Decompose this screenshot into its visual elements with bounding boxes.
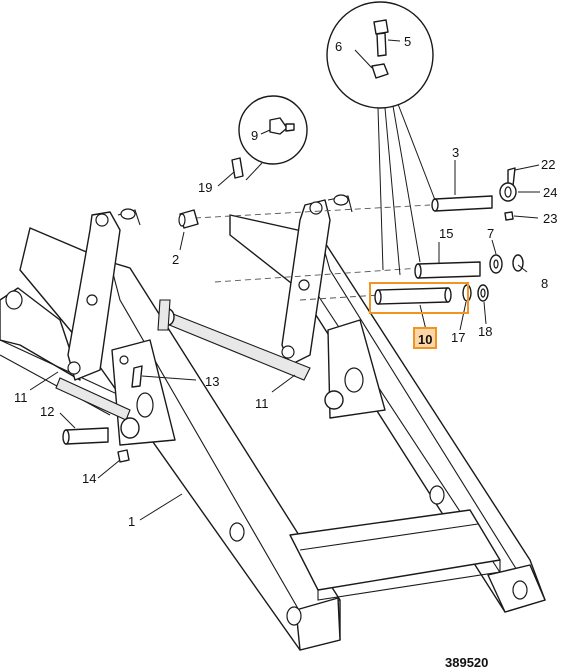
callout-14: 14 xyxy=(82,471,96,486)
part-14-nut xyxy=(117,449,130,463)
callout-8: 8 xyxy=(541,276,548,291)
callout-13: 13 xyxy=(205,374,219,389)
callout-15: 15 xyxy=(439,226,453,241)
highlight-label-background xyxy=(413,327,437,349)
alignment-lines xyxy=(194,204,431,301)
part-23-nut xyxy=(504,211,514,221)
detail-circle-grease-nipple xyxy=(238,95,308,181)
part-2-bush xyxy=(178,209,199,229)
part-3-pin xyxy=(431,195,493,212)
callout-11-right: 11 xyxy=(255,396,269,411)
callout-6: 6 xyxy=(335,39,342,54)
callout-2: 2 xyxy=(172,252,179,267)
callout-22: 22 xyxy=(541,157,555,172)
drawing-reference-number: 389520 xyxy=(445,655,488,670)
highlight-box-part-10 xyxy=(369,282,469,314)
callout-12: 12 xyxy=(40,404,54,419)
right-link-assembly xyxy=(157,194,386,419)
part-19-spacer xyxy=(231,157,244,179)
callout-9: 9 xyxy=(251,128,258,143)
callout-23: 23 xyxy=(543,211,557,226)
callout-10: 10 xyxy=(418,332,432,347)
part-15-pin xyxy=(414,261,481,279)
callout-18: 18 xyxy=(478,324,492,339)
part-10-pin xyxy=(374,287,452,305)
callout-labels: 1 2 3 5 6 7 8 9 10 11 11 12 13 14 15 17 … xyxy=(14,34,557,670)
part-18-washer xyxy=(477,284,489,302)
part-7-washer xyxy=(489,254,503,274)
detail-circle-bolt-nut xyxy=(326,1,436,276)
callout-11-left: 11 xyxy=(14,390,28,405)
callout-5: 5 xyxy=(404,34,411,49)
part-8-clip xyxy=(512,254,524,272)
callout-7: 7 xyxy=(487,226,494,241)
callout-24: 24 xyxy=(543,185,557,200)
callout-19: 19 xyxy=(198,180,212,195)
part-12-pin xyxy=(62,427,109,445)
callout-1: 1 xyxy=(128,514,135,529)
callout-3: 3 xyxy=(452,145,459,160)
part-24-collar xyxy=(499,182,517,202)
leader-lines xyxy=(29,160,540,521)
callout-17: 17 xyxy=(451,330,465,345)
part-13-bolt xyxy=(131,365,143,388)
left-link-assembly xyxy=(55,208,176,446)
